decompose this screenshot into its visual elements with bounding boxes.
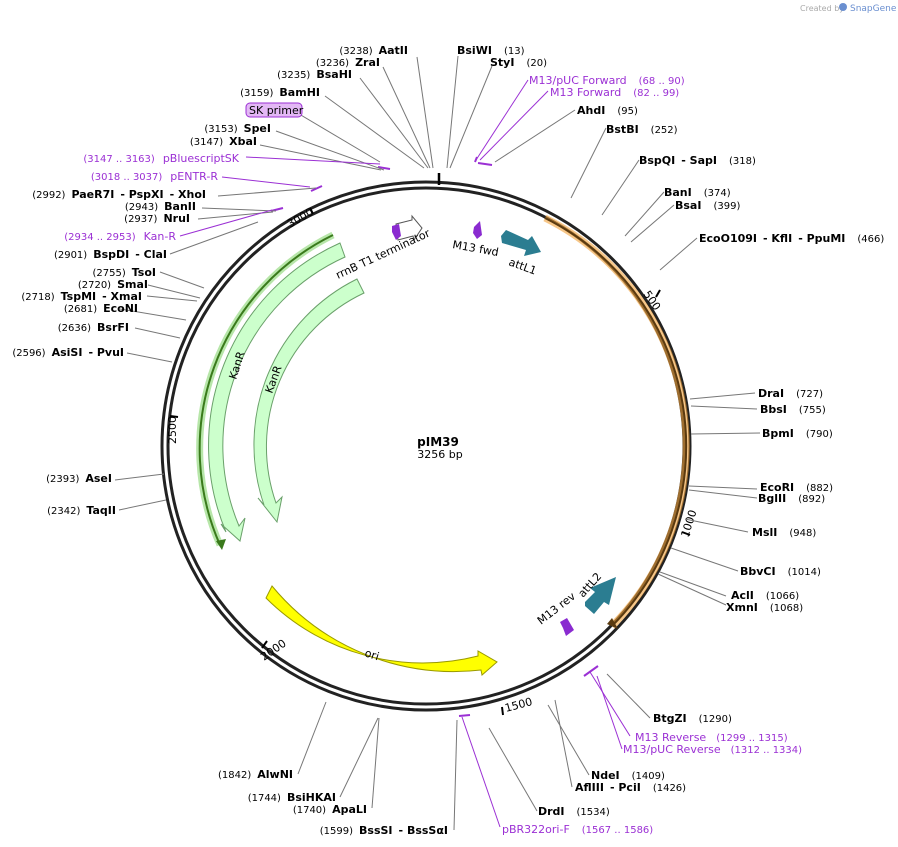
svg-text:(1740)ApaLI: (1740)ApaLI — [293, 803, 367, 816]
orf-right-highlight — [543, 214, 690, 629]
svg-text:(2934 .. 2953)Kan-R: (2934 .. 2953)Kan-R — [64, 230, 176, 243]
attl2-arrow — [585, 577, 616, 614]
svg-text:pBR322ori-F(1567 .. 1586): pBR322ori-F(1567 .. 1586) — [502, 823, 653, 836]
right-labels: BsiWI(13) StyI(20) AhdI(95) BstBI(252) B… — [457, 44, 884, 818]
attl1-arrow — [501, 230, 541, 256]
svg-text:(2755)TsoI: (2755)TsoI — [92, 266, 156, 279]
ori-arrow — [265, 585, 498, 676]
credit-label: Created by — [800, 4, 844, 13]
ori-label: ori — [363, 646, 381, 663]
svg-text:EcoO109I- KflI- PpuMI(466): EcoO109I- KflI- PpuMI(466) — [699, 232, 884, 245]
svg-text:BstBI(252): BstBI(252) — [606, 123, 678, 136]
svg-text:(2681)EcoNI: (2681)EcoNI — [64, 302, 138, 315]
svg-text:(2636)BsrFI: (2636)BsrFI — [58, 321, 129, 334]
svg-text:BspQI- SapI(318): BspQI- SapI(318) — [639, 154, 756, 167]
svg-text:(2596)AsiSI- PvuI: (2596)AsiSI- PvuI — [12, 346, 124, 359]
svg-text:(3235)BsaHI: (3235)BsaHI — [277, 68, 352, 81]
sk-primer-label: SK primer — [249, 104, 304, 117]
svg-text:(2943)BanII: (2943)BanII — [125, 200, 196, 213]
rrnb-terminator-label: rrnB T1 terminator — [334, 226, 433, 281]
orf-right-arc — [544, 217, 688, 627]
svg-text:(2342)TaqII: (2342)TaqII — [47, 504, 116, 517]
orf-left-arc — [198, 234, 334, 546]
svg-text:(3147 .. 3163)pBluescriptSK: (3147 .. 3163)pBluescriptSK — [83, 152, 239, 165]
svg-text:EcoRI(882): EcoRI(882) — [760, 481, 833, 494]
svg-text:M13 Forward(82 .. 99): M13 Forward(82 .. 99) — [550, 86, 679, 99]
svg-text:BsiWI(13): BsiWI(13) — [457, 44, 525, 57]
m13-rev-label: M13 rev — [535, 589, 578, 627]
primer-bar-pentr — [310, 185, 323, 192]
svg-text:(1599)BssSI- BssSαI: (1599)BssSI- BssSαI — [320, 824, 448, 837]
left-labels: (3238)AatII (3236)ZraI (3235)BsaHI (3159… — [12, 44, 448, 837]
svg-text:(2720)SmaI: (2720)SmaI — [78, 278, 148, 291]
attl1-label: attL1 — [507, 256, 538, 278]
svg-text:XmnI(1068): XmnI(1068) — [726, 601, 803, 614]
orf-right-arrowhead — [607, 618, 618, 629]
plasmid-name: pIM39 — [417, 435, 459, 449]
svg-text:BbsI(755): BbsI(755) — [760, 403, 826, 416]
tick-2000: 2000 — [258, 637, 288, 664]
svg-text:(3159)BamHI: (3159)BamHI — [240, 86, 320, 99]
svg-text:BglII(892): BglII(892) — [758, 492, 825, 505]
primer-bar-pbr322 — [458, 714, 471, 717]
kanr-inner-label: KanR — [263, 364, 285, 395]
primer-leader-lines — [179, 79, 631, 828]
kanr-inner-arrow — [253, 278, 365, 524]
svg-text:(2393)AseI: (2393)AseI — [46, 472, 112, 485]
svg-text:M13/pUC Forward(68 .. 90): M13/pUC Forward(68 .. 90) — [529, 74, 685, 87]
svg-text:BbvCI(1014): BbvCI(1014) — [740, 565, 821, 578]
svg-text:NdeI(1409): NdeI(1409) — [591, 769, 665, 782]
tick-2500: 2500 — [166, 416, 179, 444]
svg-text:(3236)ZraI: (3236)ZraI — [316, 56, 380, 69]
svg-text:(3238)AatII: (3238)AatII — [339, 44, 408, 57]
svg-text:StyI(20): StyI(20) — [490, 56, 547, 69]
primer-bar-pbluescript — [377, 166, 391, 170]
svg-text:AclI(1066): AclI(1066) — [731, 589, 799, 602]
plasmid-length: 3256 bp — [417, 448, 462, 461]
svg-text:BanI(374): BanI(374) — [664, 186, 731, 199]
svg-text:(1744)BsiHKAI: (1744)BsiHKAI — [248, 791, 336, 804]
svg-text:(3153)SpeI: (3153)SpeI — [204, 122, 271, 135]
svg-text:BsaI(399): BsaI(399) — [675, 199, 740, 212]
primer-bar-m13-rev — [583, 665, 599, 677]
term-primer-mark — [392, 224, 401, 240]
m13-fwd-mark — [473, 221, 482, 239]
svg-text:M13 Reverse(1299 .. 1315): M13 Reverse(1299 .. 1315) — [635, 731, 788, 744]
svg-text:BpmI(790): BpmI(790) — [762, 427, 833, 440]
scale-ticks: 500 1000 1500 2000 2500 3000 — [166, 205, 700, 716]
svg-text:DrdI(1534): DrdI(1534) — [538, 805, 610, 818]
svg-text:AhdI(95): AhdI(95) — [577, 104, 638, 117]
svg-text:(3147)XbaI: (3147)XbaI — [190, 135, 257, 148]
credit-brand: SnapGene — [850, 4, 897, 14]
sk-primer-badge — [245, 102, 303, 118]
svg-text:(2937)NruI: (2937)NruI — [124, 212, 190, 225]
primer-labels: M13/pUC Forward(68 .. 90) M13 Forward(82… — [64, 74, 802, 836]
tick-3000: 3000 — [285, 205, 316, 230]
svg-text:(3018 .. 3037)pENTR-R: (3018 .. 3037)pENTR-R — [91, 170, 218, 183]
orf-left-arrowhead — [216, 539, 226, 550]
m13-rev-mark — [560, 618, 574, 636]
svg-text:AflIII- PciI(1426): AflIII- PciI(1426) — [575, 781, 686, 794]
m13-fwd-label: M13 fwd — [451, 238, 499, 259]
snapgene-logo-icon — [839, 3, 847, 11]
backbone-outer — [160, 180, 692, 712]
svg-text:(2901)BspDI- ClaI: (2901)BspDI- ClaI — [54, 248, 167, 261]
svg-text:(2992)PaeR7I- PspXI- XhoI: (2992)PaeR7I- PspXI- XhoI — [32, 188, 206, 201]
svg-text:MslI(948): MslI(948) — [752, 526, 816, 539]
kanr-outer-arrow — [208, 242, 346, 542]
svg-text:DraI(727): DraI(727) — [758, 387, 823, 400]
svg-text:BtgZI(1290): BtgZI(1290) — [653, 712, 732, 725]
rrnb-terminator-arrow — [395, 214, 423, 242]
svg-text:(1842)AlwNI: (1842)AlwNI — [218, 768, 293, 781]
leader-lines — [114, 55, 761, 831]
svg-text:(2718)TspMI- XmaI: (2718)TspMI- XmaI — [21, 290, 142, 303]
svg-text:M13/pUC Reverse(1312 .. 1334): M13/pUC Reverse(1312 .. 1334) — [623, 743, 802, 756]
